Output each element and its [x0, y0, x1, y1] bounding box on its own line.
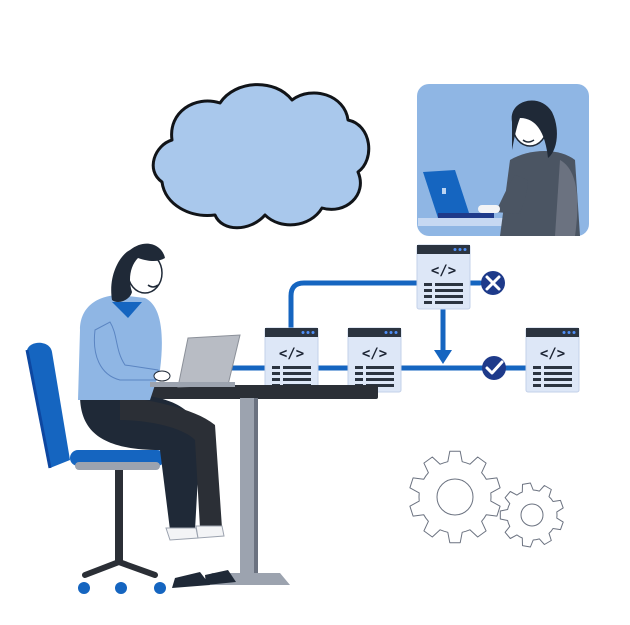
code-window-label: </>	[540, 346, 565, 362]
code-window-icon: </>	[264, 327, 319, 393]
office-chair	[25, 342, 166, 594]
code-window-label: </>	[431, 263, 456, 279]
developer-person	[78, 243, 236, 588]
code-window-icon: </>	[525, 327, 580, 393]
laptop-icon	[150, 334, 241, 388]
down-arrow-icon	[434, 350, 452, 364]
code-window-label: </>	[279, 346, 304, 362]
reject-x-icon	[481, 271, 505, 295]
code-window-label: </>	[362, 346, 387, 362]
desk	[128, 385, 378, 585]
approve-check-icon	[482, 356, 506, 380]
gear-icon	[499, 482, 564, 548]
code-window-icon: </>	[416, 244, 471, 310]
cloud-icon	[151, 83, 371, 230]
gear-icon	[409, 450, 501, 544]
laptop-icon	[423, 170, 494, 218]
remote-colleague-card	[417, 84, 589, 236]
code-window-icon: </>	[347, 327, 402, 393]
